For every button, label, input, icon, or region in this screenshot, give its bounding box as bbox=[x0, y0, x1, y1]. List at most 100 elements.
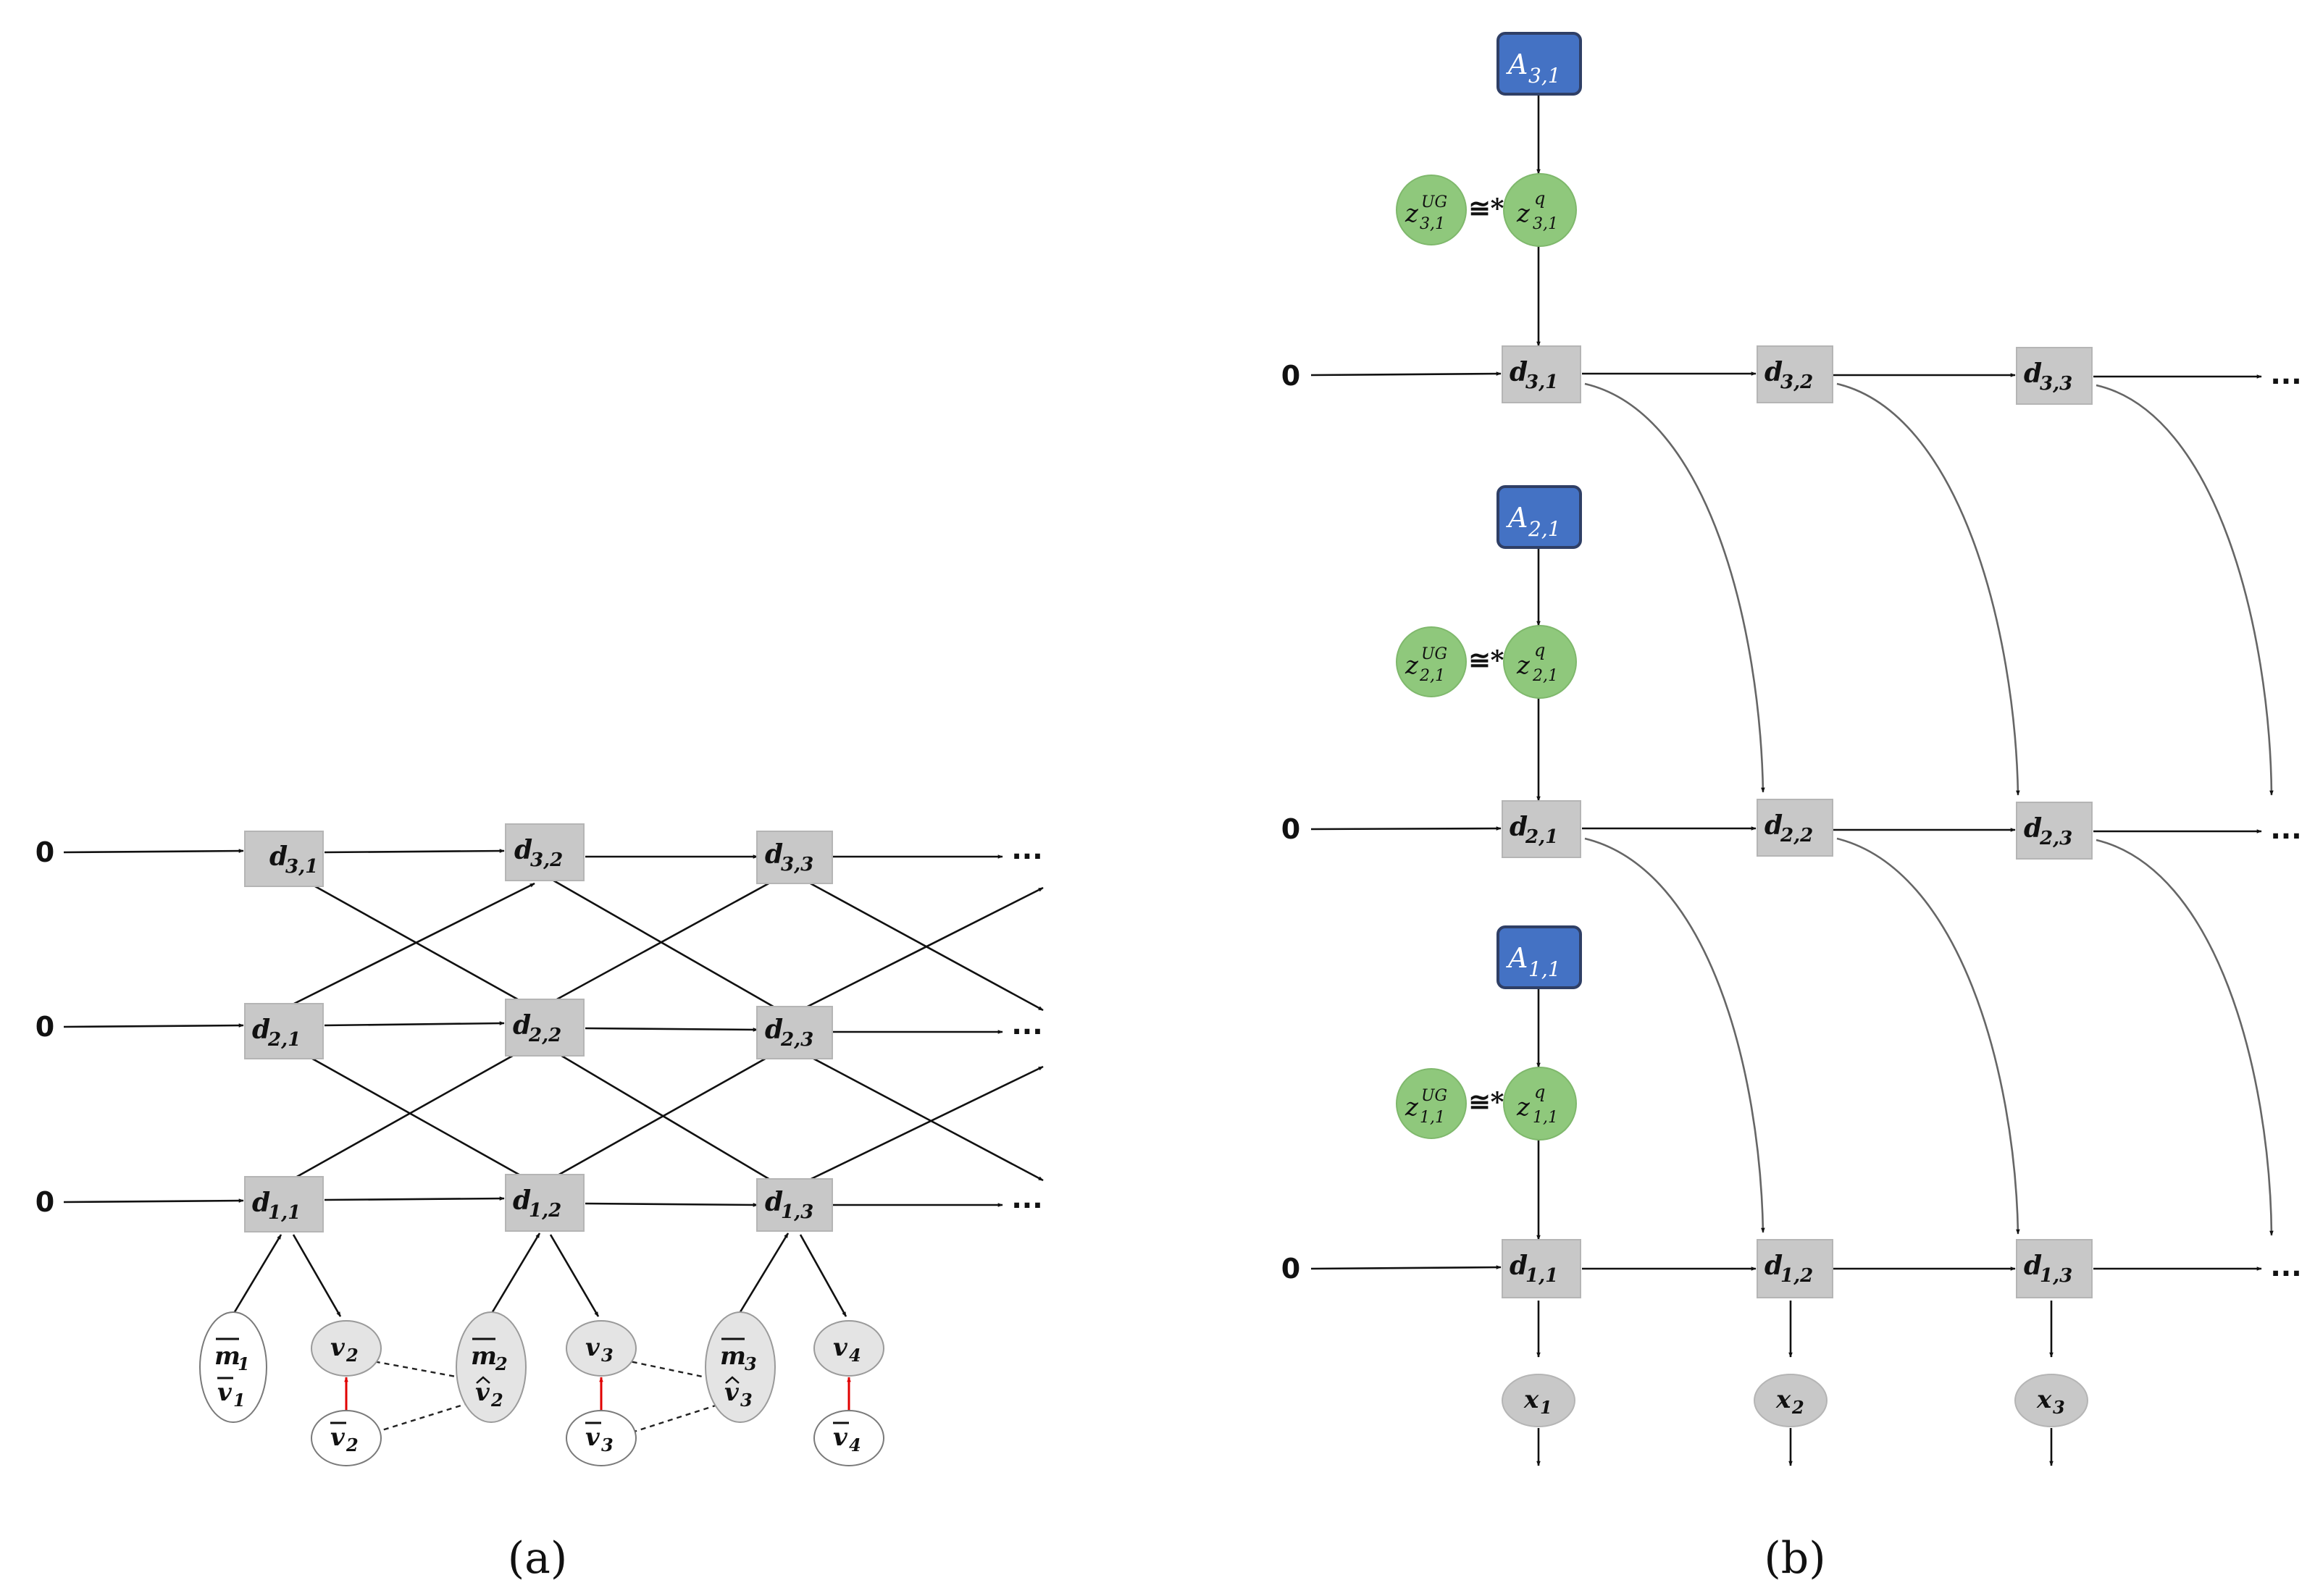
z-pair-11: z UG 1,1 ≅* z q 1,1 bbox=[1396, 1067, 1577, 1141]
edge-a-d12-v3 bbox=[549, 1234, 600, 1317]
node-d23-sub: 2,3 bbox=[780, 1029, 813, 1051]
edge-a-d33-out-down bbox=[792, 873, 1044, 1012]
node-x3-sub: 3 bbox=[2053, 1397, 2065, 1418]
node-b-d11-base: d bbox=[1510, 1251, 1528, 1281]
node-A11-base: A bbox=[1506, 942, 1528, 974]
obs-v3-base: v bbox=[585, 1333, 600, 1362]
edge-a-mv2-d12 bbox=[490, 1232, 541, 1315]
row-input-b-2: 0 bbox=[1281, 813, 1300, 845]
node-d12-sub: 1,2 bbox=[529, 1200, 561, 1222]
z-ug-31-base: z bbox=[1405, 199, 1419, 228]
node-d21-base: d bbox=[252, 1015, 270, 1045]
node-A21: A 2,1 bbox=[1496, 485, 1582, 549]
edge-a-d22-d23 bbox=[585, 1027, 758, 1032]
ellipsis-b-2: ... bbox=[2270, 813, 2301, 845]
row-input-a-1: 0 bbox=[35, 1186, 54, 1218]
z-ug-11-sup: UG bbox=[1421, 1087, 1447, 1105]
z-rel-31: ≅* bbox=[1469, 193, 1504, 224]
obs-mv3-v-sub: 3 bbox=[740, 1390, 753, 1411]
node-b-d11: d 1,1 bbox=[1502, 1239, 1581, 1298]
obs-mv2: m 2 v 2 bbox=[456, 1311, 527, 1423]
edge-b-0-d31 bbox=[1310, 371, 1502, 377]
node-b-d22-base: d bbox=[1764, 810, 1783, 841]
z-q-11-sup: q bbox=[1534, 1082, 1545, 1102]
edge-a-v3-vhat3 bbox=[622, 1358, 741, 1386]
edge-b-d32-d23 bbox=[1836, 382, 2020, 796]
node-d33: d 3,3 bbox=[756, 831, 833, 884]
node-x3: x 3 bbox=[2014, 1374, 2088, 1427]
node-b-d32: d 3,2 bbox=[1757, 345, 1833, 403]
node-d12: d 1,2 bbox=[505, 1174, 585, 1232]
obs-vbar2-base: v bbox=[330, 1423, 346, 1452]
row-input-b-1: 0 bbox=[1281, 1253, 1300, 1285]
obs-vbar4-sub: 4 bbox=[849, 1435, 861, 1456]
node-d32: d 3,2 bbox=[505, 823, 585, 881]
obs-mv2-v: v bbox=[475, 1378, 490, 1407]
z-ug-21-sup: UG bbox=[1421, 645, 1447, 663]
z-q-21-sub: 2,1 bbox=[1532, 667, 1558, 685]
node-b-d21-base: d bbox=[1510, 812, 1528, 842]
edge-a-d31-d32 bbox=[324, 849, 505, 854]
obs-mv1-v-sub: 1 bbox=[233, 1390, 246, 1411]
z-ug-11-sub: 1,1 bbox=[1420, 1109, 1445, 1127]
obs-mv3-m: m bbox=[720, 1342, 746, 1371]
node-A21-base: A bbox=[1506, 502, 1528, 534]
panel-b: 0 0 0 ... ... ... bbox=[1281, 32, 2302, 1584]
node-b-d13: d 1,3 bbox=[2016, 1239, 2093, 1298]
node-d23-base: d bbox=[765, 1015, 783, 1045]
obs-mv2-v-sub: 2 bbox=[490, 1390, 503, 1411]
obs-v2-base: v bbox=[330, 1333, 346, 1362]
edge-a-mv1-d11 bbox=[232, 1234, 282, 1315]
edge-a-d11-d22 bbox=[283, 1042, 535, 1185]
edge-b-d33-out-down bbox=[2096, 384, 2274, 796]
obs-vbar3: v 3 bbox=[566, 1410, 637, 1466]
node-b-d13-base: d bbox=[2024, 1251, 2042, 1281]
z-rel-21: ≅* bbox=[1469, 645, 1504, 676]
node-d31-sub: 3,1 bbox=[285, 856, 318, 878]
node-d22: d 2,2 bbox=[505, 999, 585, 1057]
node-b-d21-sub: 2,1 bbox=[1525, 826, 1558, 848]
node-b-d32-base: d bbox=[1764, 357, 1783, 387]
z-ug-21-base: z bbox=[1405, 651, 1419, 680]
node-b-d33-base: d bbox=[2024, 358, 2042, 389]
z-q-11-base: z bbox=[1516, 1093, 1531, 1122]
row-input-b-3: 0 bbox=[1281, 360, 1300, 392]
obs-mv1-m-sub: 1 bbox=[238, 1353, 250, 1374]
edge-b-0-d21 bbox=[1310, 826, 1502, 831]
z-ug-11-base: z bbox=[1405, 1093, 1419, 1122]
node-b-d22-sub: 2,2 bbox=[1780, 825, 1813, 847]
ellipsis-b-1: ... bbox=[2270, 1251, 2301, 1282]
node-b-d12-base: d bbox=[1764, 1251, 1783, 1281]
edge-a-d22-d33 bbox=[539, 873, 787, 1010]
obs-v4-sub: 4 bbox=[849, 1345, 861, 1366]
obs-vbar3-sub: 3 bbox=[601, 1435, 614, 1456]
edge-a-d31-d22 bbox=[283, 868, 535, 1010]
z-rel-11: ≅* bbox=[1469, 1087, 1504, 1117]
z-q-31-sub: 3,1 bbox=[1533, 215, 1558, 233]
node-b-d23: d 2,3 bbox=[2016, 802, 2093, 860]
node-d13-sub: 1,3 bbox=[781, 1201, 813, 1223]
node-d13: d 1,3 bbox=[756, 1178, 833, 1232]
node-A11: A 1,1 bbox=[1496, 925, 1582, 989]
obs-mv3-m-sub: 3 bbox=[745, 1353, 757, 1374]
node-b-d32-sub: 3,2 bbox=[1780, 371, 1813, 393]
node-d21: d 2,1 bbox=[244, 1003, 324, 1059]
node-b-d33: d 3,3 bbox=[2016, 347, 2093, 405]
obs-vbar2-sub: 2 bbox=[346, 1435, 359, 1456]
node-b-d21: d 2,1 bbox=[1502, 800, 1581, 858]
node-d13-base: d bbox=[765, 1187, 783, 1217]
node-b-d31: d 3,1 bbox=[1502, 345, 1581, 403]
node-d12-base: d bbox=[513, 1185, 531, 1216]
z-q-21-sup: q bbox=[1534, 640, 1545, 660]
ellipsis-a-2: ... bbox=[1011, 1009, 1042, 1041]
obs-v4-base: v bbox=[833, 1333, 848, 1362]
node-d33-base: d bbox=[765, 839, 783, 870]
z-q-31-base: z bbox=[1516, 199, 1531, 228]
node-d23: d 2,3 bbox=[756, 1006, 833, 1059]
z-pair-21: z UG 2,1 ≅* z q 2,1 bbox=[1396, 625, 1577, 699]
edge-a-0-d31 bbox=[63, 849, 244, 854]
obs-mv2-m: m bbox=[471, 1342, 497, 1371]
node-d22-sub: 2,2 bbox=[528, 1025, 561, 1046]
node-b-d33-sub: 3,3 bbox=[2040, 373, 2072, 395]
